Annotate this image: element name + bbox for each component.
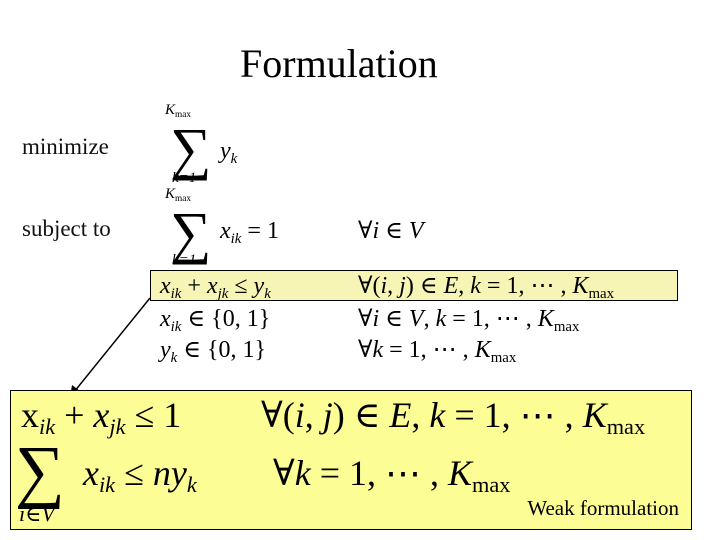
subject-to-label: subject to — [22, 216, 111, 241]
sum-lower-limit: k=1 — [172, 252, 197, 268]
constraint-1-expression: xik = 1 — [220, 218, 279, 247]
constraint-4-expression: yk ∈ {0, 1} — [160, 337, 267, 366]
sum-upper-limit: Kmax — [165, 186, 192, 204]
highlighted-constraint — [150, 270, 678, 301]
weak-constraint-2-expression: xik ≤ nyk — [83, 453, 197, 498]
constraint-3-domain: ∀i ∈ V, k = 1, ⋯ , Kmax — [358, 306, 580, 335]
constraint-1-domain: ∀i ∈ V — [358, 218, 424, 244]
constraint-2-domain: ∀(i, j) ∈ E, k = 1, ⋯ , Kmax — [358, 273, 615, 302]
weak-constraint-2-domain: ∀k = 1, ⋯ , Kmax — [273, 453, 511, 498]
constraint-4-domain: ∀k = 1, ⋯ , Kmax — [358, 337, 517, 366]
sum-symbol: ∑ — [170, 200, 212, 265]
weak-constraint-1-expression: xik + xjk ≤ 1 — [21, 395, 182, 440]
page-title: Formulation — [240, 41, 438, 86]
minimize-label: minimize — [22, 134, 109, 159]
objective-expression: yk — [220, 138, 238, 167]
constraint-2-expression: xik + xjk ≤ yk — [160, 273, 271, 302]
sum-symbol: ∑ — [15, 433, 65, 510]
sum-lower-limit: i∈V — [19, 501, 55, 526]
weak-formulation-box: xik + xjk ≤ 1 ∀(i, j) ∈ E, k = 1, ⋯ , Km… — [10, 390, 692, 530]
weak-formulation-note: Weak formulation — [527, 496, 679, 520]
weak-constraint-1-domain: ∀(i, j) ∈ E, k = 1, ⋯ , Kmax — [261, 395, 646, 440]
sum-upper-limit: Kmax — [165, 102, 192, 120]
constraint-3-expression: xik ∈ {0, 1} — [160, 306, 271, 335]
sum-symbol: ∑ — [170, 116, 212, 181]
sum-lower-limit: k=1 — [172, 170, 197, 186]
